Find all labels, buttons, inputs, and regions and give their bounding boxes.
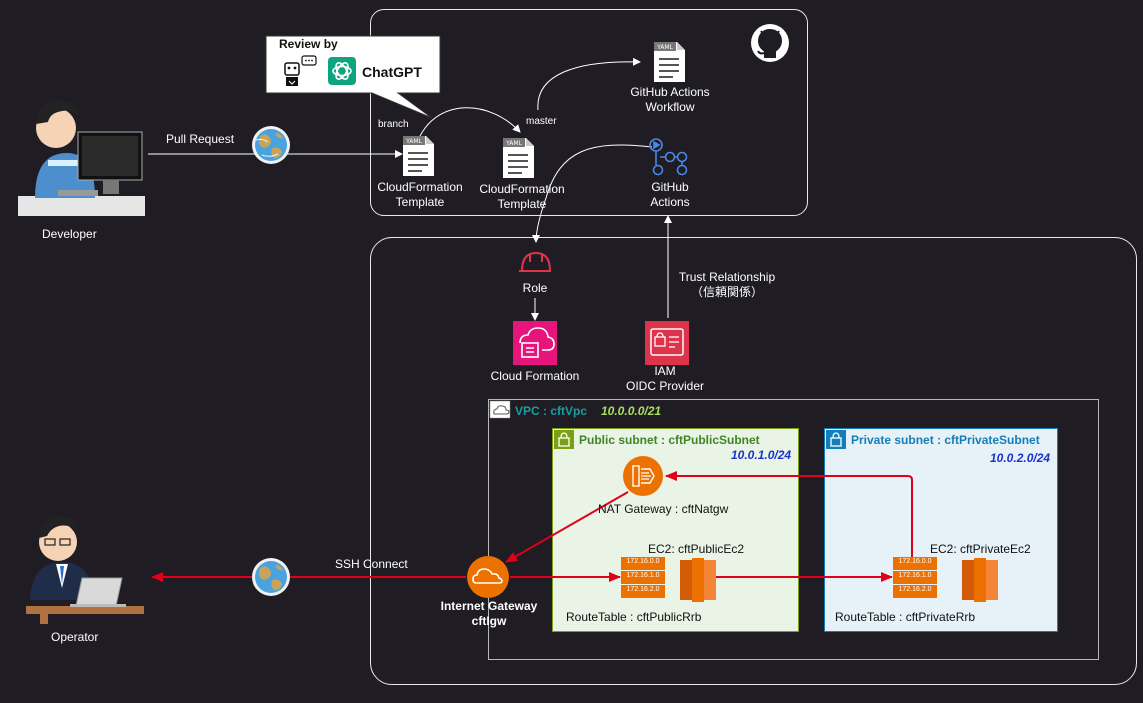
cloudformation-icon — [513, 321, 557, 365]
vpc-cloud-icon — [489, 400, 511, 419]
globe-icon — [252, 126, 290, 164]
private-subnet-title: Private subnet : cftPrivateSubnet — [851, 433, 1040, 447]
ssh-connect-label: SSH Connect — [335, 557, 408, 571]
master-label: master — [526, 116, 557, 127]
operator-label: Operator — [51, 630, 99, 644]
github-actions-workflow-label: GitHub Actions Workflow — [630, 85, 710, 114]
nat-gateway-label: NAT Gateway : cftNatgw — [598, 502, 729, 516]
public-subnet — [552, 428, 799, 632]
github-actions-icon — [649, 138, 688, 176]
review-by-title: Review by — [279, 37, 338, 51]
private-ec2-label: EC2: cftPrivateEc2 — [930, 542, 1031, 556]
private-route-entry: 172.16.1.0 — [898, 572, 932, 579]
branch-to-master-connector — [419, 107, 521, 137]
public-ec2-label: EC2: cftPublicEc2 — [648, 542, 745, 556]
yaml-document-icon: YAML — [403, 136, 434, 176]
nat-gateway-icon — [623, 456, 663, 496]
private-subnet — [824, 428, 1058, 632]
private-subnet-cidr: 10.0.2.0/24 — [990, 451, 1051, 465]
robot-icon — [284, 55, 317, 86]
operator-illustration — [26, 516, 144, 624]
iam-role-icon — [519, 251, 551, 272]
chatgpt-label: ChatGPT — [362, 64, 422, 80]
cloudformation-label: Cloud Formation — [490, 369, 580, 383]
svg-text:YAML: YAML — [405, 138, 422, 145]
nat-to-igw-connector — [505, 491, 629, 563]
pull-request-label: Pull Request — [166, 132, 235, 146]
vpc-container — [488, 399, 1099, 660]
internet-gateway-icon — [467, 556, 509, 598]
public-subnet-cidr: 10.0.1.0/24 — [731, 448, 792, 462]
vpc-cidr: 10.0.0.0/21 — [601, 404, 662, 418]
public-route-entry: 172.16.1.0 — [626, 572, 660, 579]
private-route-entry: 172.16.0.0 — [898, 558, 932, 565]
aws-cloud-container — [370, 237, 1137, 685]
globe-icon — [252, 558, 290, 596]
public-route-table-icon — [621, 557, 665, 598]
github-logo-icon — [751, 24, 789, 62]
private-to-nat-connector — [665, 471, 913, 558]
public-route-entry: 172.16.0.0 — [626, 558, 660, 565]
cfn-template-branch-label: CloudFormation Template — [377, 180, 463, 209]
yaml-document-icon: YAML — [503, 138, 534, 178]
cfn-template-master-label: CloudFormation Template — [479, 182, 565, 211]
github-actions-label: GitHub Actions — [650, 180, 690, 209]
iam-oidc-provider-label: IAM OIDC Provider — [625, 364, 705, 393]
branch-label: branch — [378, 119, 409, 130]
developer-label: Developer — [42, 227, 97, 241]
public-subnet-lock-icon — [554, 430, 574, 449]
github-container — [370, 9, 808, 216]
private-route-entry: 172.16.2.0 — [898, 586, 932, 593]
developer-illustration — [18, 100, 145, 216]
private-ec2-icon — [962, 558, 998, 602]
svg-text:YAML: YAML — [505, 140, 522, 147]
private-route-table-label: RouteTable : cftPrivateRrb — [835, 610, 976, 624]
internet-gateway-label: Internet Gateway cftIgw — [440, 599, 538, 628]
trust-relationship-label: Trust Relationship （信頼関係） — [678, 270, 776, 299]
yaml-document-icon: YAML — [654, 42, 685, 82]
iam-oidc-provider-icon — [645, 321, 689, 365]
role-label: Role — [522, 281, 548, 295]
actions-to-role-connector — [532, 144, 653, 243]
svg-text:YAML: YAML — [656, 44, 673, 51]
chatgpt-logo-icon — [328, 57, 356, 85]
private-route-table-icon — [893, 557, 937, 598]
public-ec2-icon — [680, 558, 716, 602]
public-route-entry: 172.16.2.0 — [626, 586, 660, 593]
private-subnet-lock-icon — [826, 430, 846, 449]
vpc-title: VPC : cftVpc — [515, 404, 588, 418]
public-subnet-title: Public subnet : cftPublicSubnet — [579, 433, 760, 447]
master-to-workflow-connector — [537, 57, 641, 111]
public-route-table-label: RouteTable : cftPublicRrb — [566, 610, 702, 624]
